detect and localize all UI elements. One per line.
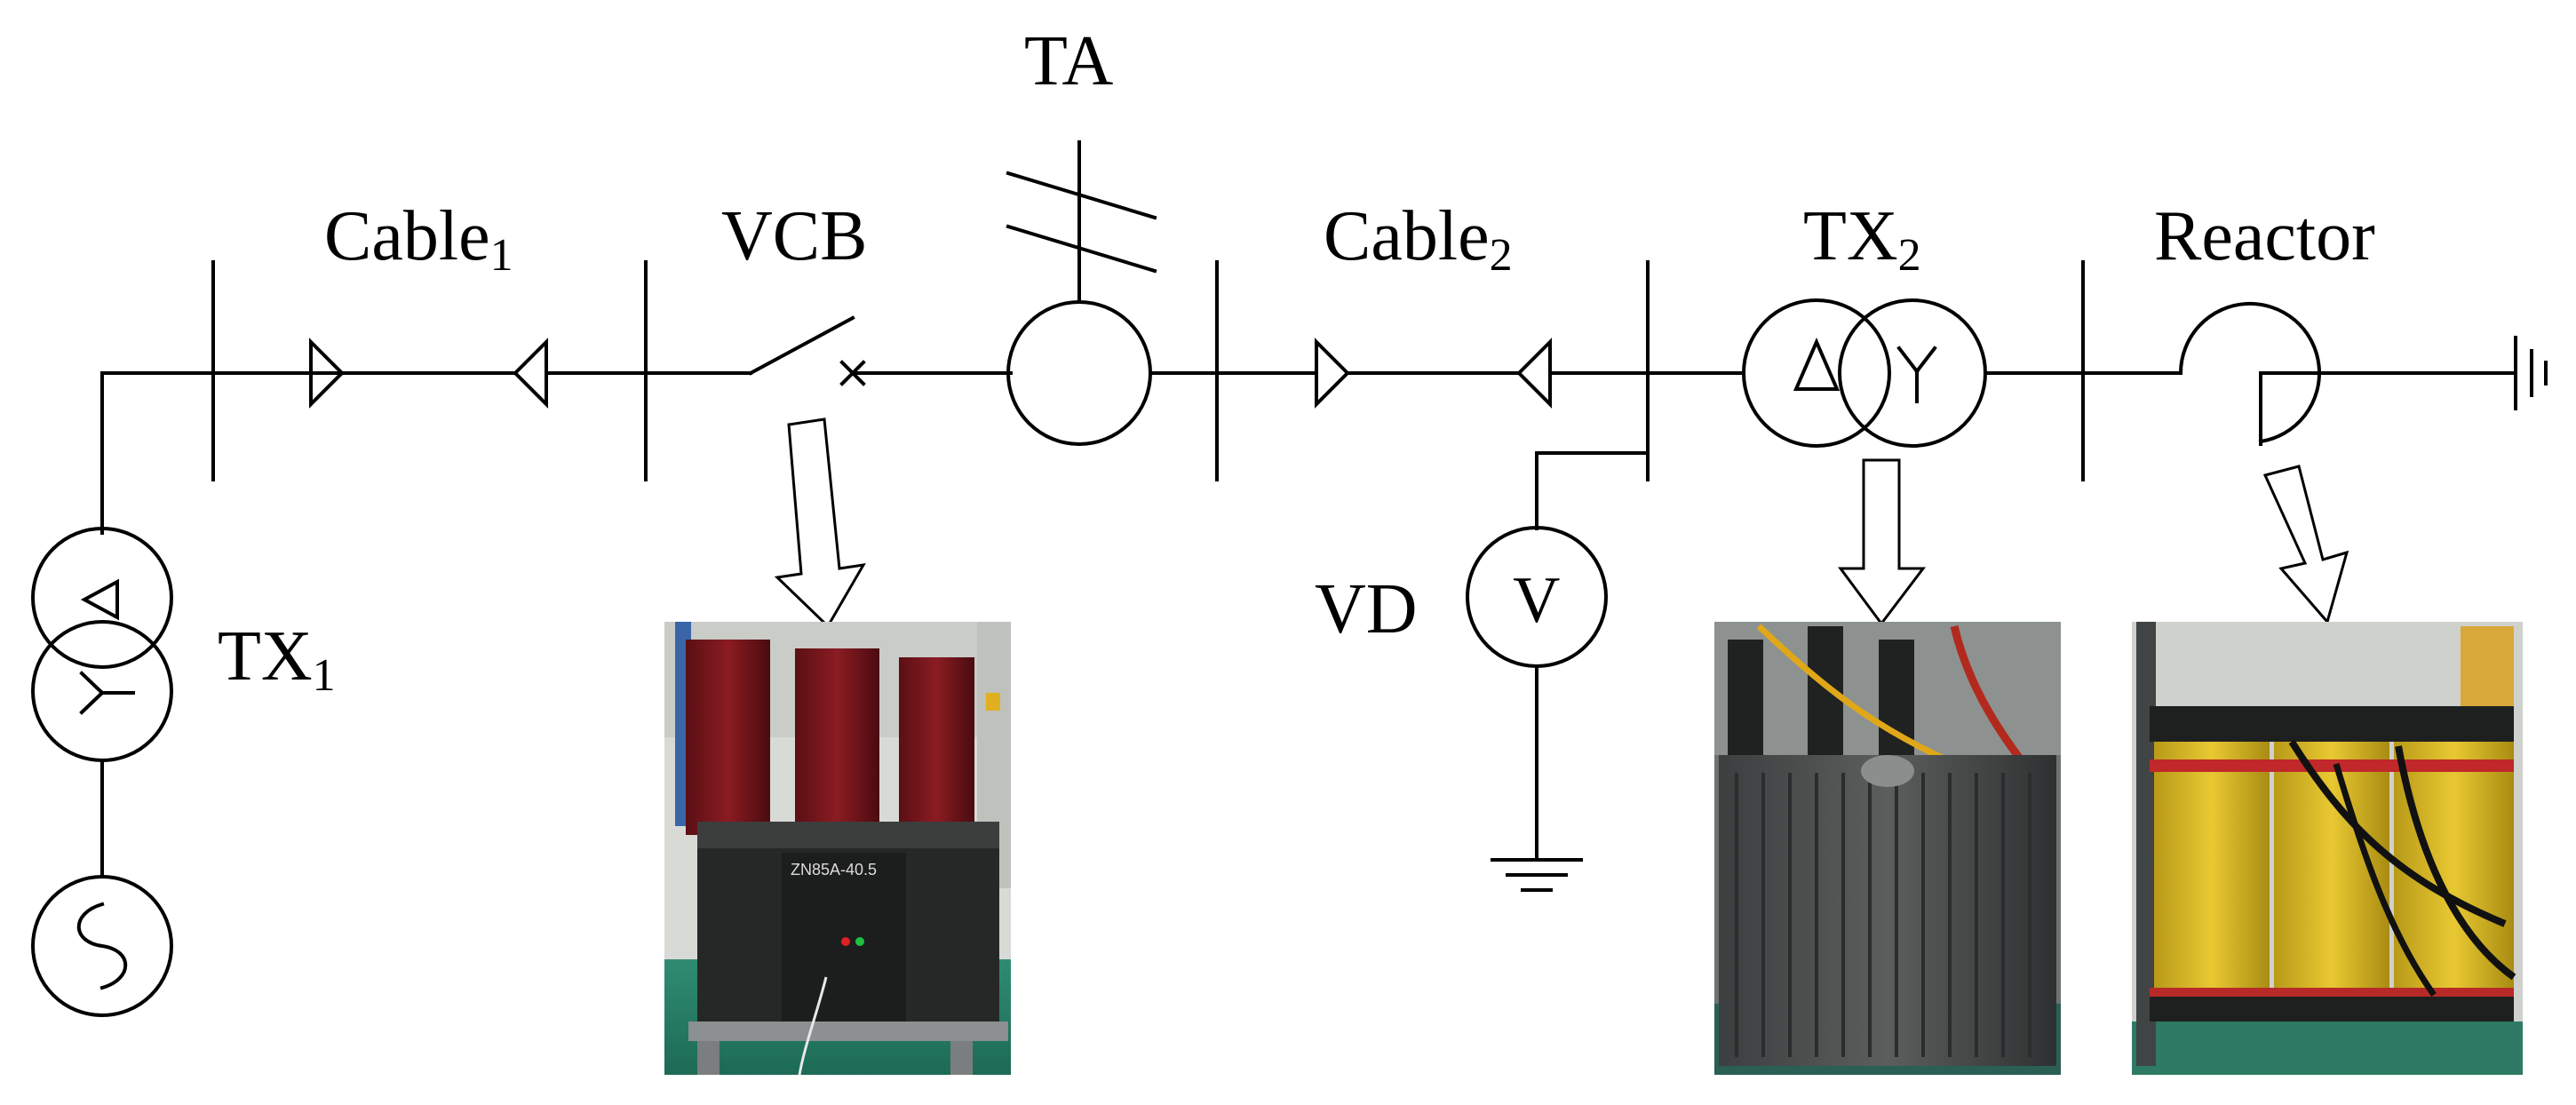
tx1-transformer (31, 527, 173, 877)
label-cable2: Cable2 (1324, 197, 1513, 281)
reactor-photo (2132, 622, 2523, 1075)
label-tx1: TX1 (218, 617, 336, 701)
label-vd: VD (1315, 570, 1418, 648)
main-bus (100, 371, 2516, 535)
vd-branch (1466, 451, 1650, 892)
vcb-switch (748, 315, 866, 386)
tx2-transformer (1742, 298, 1987, 448)
ta-current-transformer (1006, 140, 1157, 446)
cable1-terminations (309, 338, 655, 409)
label-voltmeter: V (1513, 564, 1560, 637)
vcb-photo: ZN85A-40.5 (664, 622, 1011, 1076)
label-reactor: Reactor (2154, 197, 2375, 275)
tx2-photo (1714, 622, 2061, 1075)
tx2-arrow (1838, 458, 1927, 626)
labels: TA Cable1 VCB Cable2 TX2 Reactor TX1 VD … (218, 22, 2375, 701)
vcb-photo-caption: ZN85A-40.5 (791, 861, 877, 878)
cable2-terminations (1315, 338, 1552, 409)
ground-symbol-right (2514, 336, 2548, 410)
reactor-symbol (2178, 301, 2334, 446)
label-ta: TA (1024, 22, 1113, 100)
label-cable1: Cable1 (324, 197, 513, 281)
arrows (774, 417, 2349, 629)
label-vcb: VCB (721, 197, 868, 275)
bus-bars (211, 260, 2085, 481)
vcb-arrow (774, 417, 866, 629)
reactor-arrow (2262, 465, 2349, 625)
label-tx2: TX2 (1803, 197, 1921, 281)
ac-source (31, 875, 173, 1017)
